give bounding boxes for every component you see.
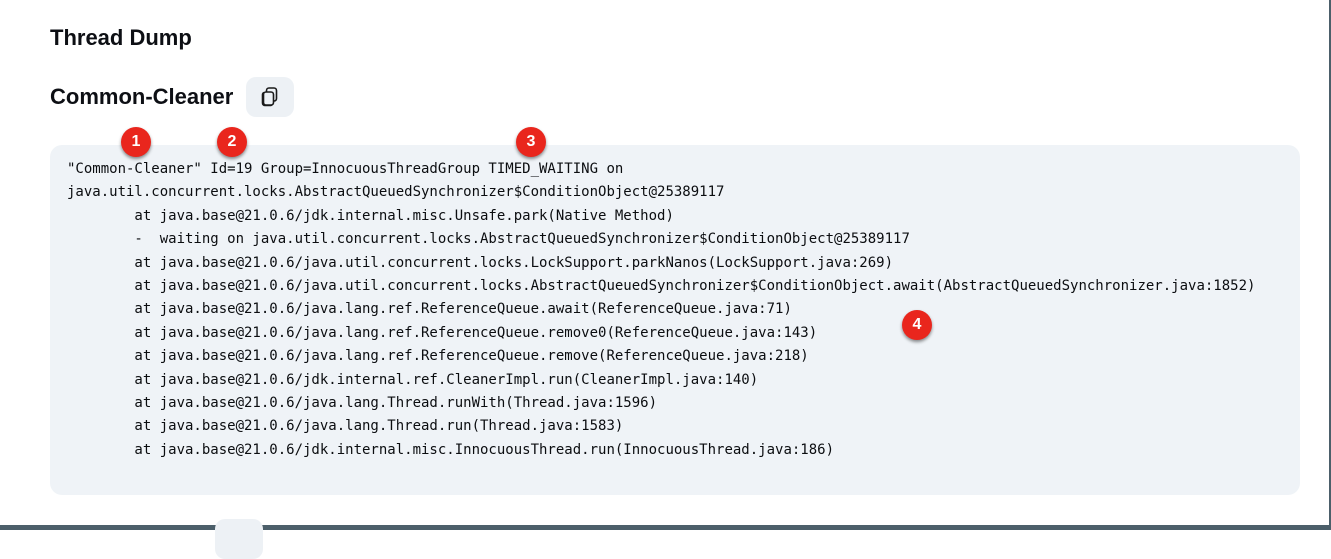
copy-icon [260,86,280,108]
annotation-badge-2: 2 [217,127,247,157]
annotation-badge-4: 4 [902,310,932,340]
page-title: Thread Dump [50,25,192,50]
thread-name-title: Common-Cleaner [50,84,234,109]
next-section-copy-button[interactable] [215,519,263,559]
thread-section-header: Common-Cleaner [50,77,295,117]
copy-button[interactable] [246,77,295,117]
annotation-badge-1: 1 [121,127,151,157]
thread-dump-code-block: "Common-Cleaner" Id=19 Group=InnocuousTh… [50,145,1300,495]
annotation-badge-3: 3 [516,127,546,157]
